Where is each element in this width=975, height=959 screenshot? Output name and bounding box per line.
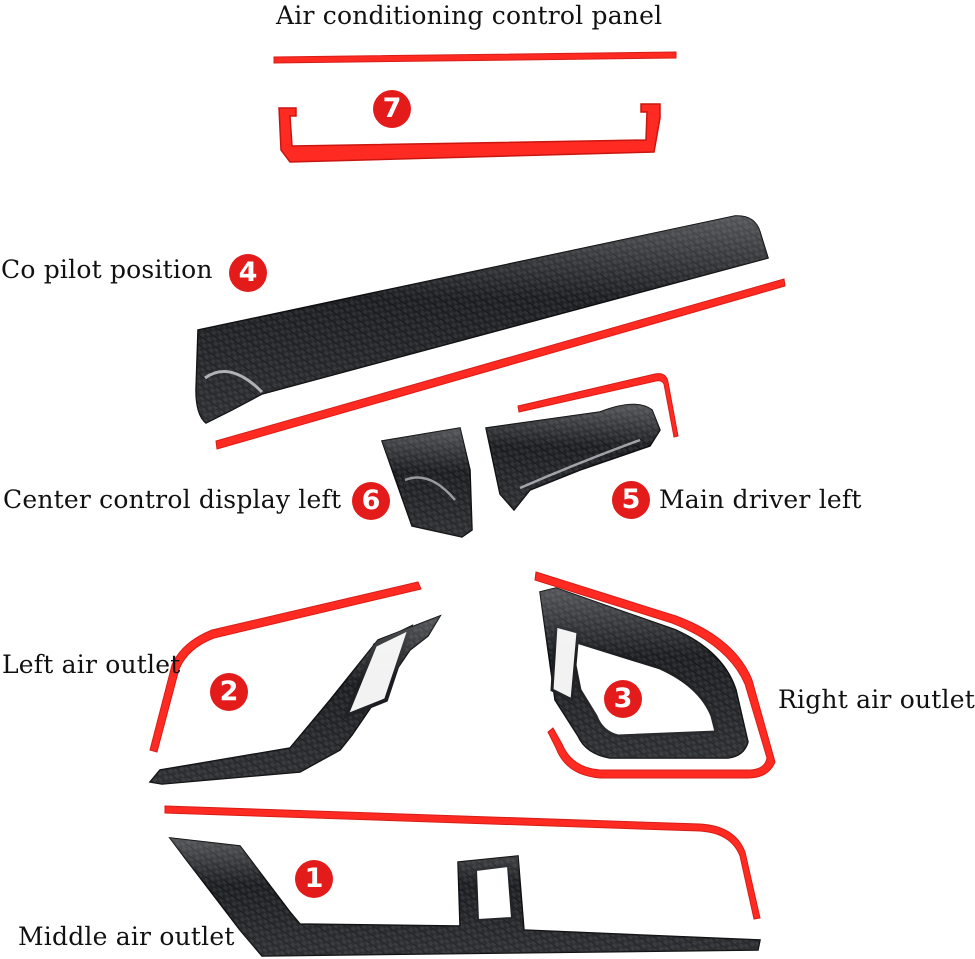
main-driver-red-strip (517, 373, 679, 438)
label-air-conditioning-control-panel: Air conditioning control panel (276, 1, 663, 30)
label-center-control-display-left: Center control display left (3, 485, 342, 514)
center-display-carbon-piece (380, 427, 473, 538)
right-outlet-carbon-frame (539, 587, 749, 759)
label-left-air-outlet: Left air outlet (2, 650, 181, 679)
label-middle-air-outlet: Middle air outlet (18, 922, 235, 951)
ac-panel-u-trim (278, 103, 661, 163)
middle-outlet-red-trim (164, 805, 761, 920)
badge-6: 6 (352, 482, 390, 520)
middle-outlet-carbon-frame (168, 837, 761, 957)
label-co-pilot-position: Co pilot position (1, 255, 213, 284)
ac-panel-top-strip (273, 51, 677, 64)
left-outlet-carbon-frame (148, 614, 442, 785)
main-driver-carbon-piece (485, 403, 661, 512)
badge-7: 7 (373, 90, 411, 128)
right-outlet-red-trim (534, 571, 776, 779)
badge-4: 4 (229, 254, 267, 292)
co-pilot-carbon-trim (195, 215, 769, 424)
badge-1: 1 (295, 860, 333, 898)
label-main-driver-left: Main driver left (659, 485, 862, 514)
badge-3: 3 (604, 680, 642, 718)
label-right-air-outlet: Right air outlet (778, 685, 975, 714)
left-outlet-red-trim (149, 581, 422, 753)
badge-2: 2 (210, 673, 248, 711)
badge-5: 5 (612, 481, 650, 519)
co-pilot-red-strip (215, 278, 786, 450)
